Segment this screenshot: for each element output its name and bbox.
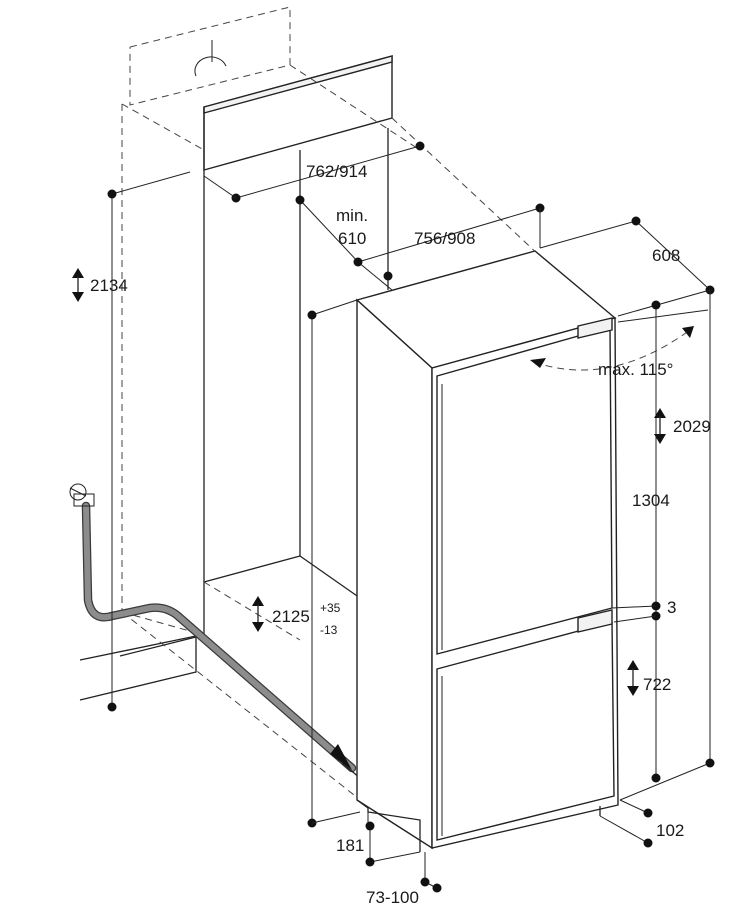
tolerance-plus-label: +35 [320,601,341,615]
lower-door-label: 722 [643,675,671,694]
double-arrow-icon [627,660,639,696]
tolerance-minus-label: -13 [320,623,338,637]
niche-height-label: 2134 [90,276,128,295]
appliance-height-label: 2029 [673,417,711,436]
plinth-setback-label: 73-100 [366,888,419,907]
double-arrow-icon [252,596,264,632]
door-swing-arrow [530,309,709,371]
min-value-label: 610 [338,229,366,248]
niche-adjust-label: 2125 [272,607,310,626]
door-angle-label: max. 115° [598,360,673,379]
min-label: min. [336,206,368,225]
double-arrow-icon [72,268,84,302]
water-tap-icon [69,483,357,773]
double-arrow-icon [654,408,666,444]
inner-width-label: 756/908 [414,229,475,248]
refrigerator [355,250,619,852]
toe-depth-label: 102 [656,821,684,840]
hose-direction-arrow [330,744,361,779]
niche-width-label: 762/914 [306,162,367,181]
niche-outline [79,64,541,807]
upper-door-label: 1304 [632,491,670,510]
dimension-lines [107,141,715,893]
plinth-label: 181 [336,836,364,855]
depth-label: 608 [652,246,680,265]
gap-label: 3 [667,598,676,617]
